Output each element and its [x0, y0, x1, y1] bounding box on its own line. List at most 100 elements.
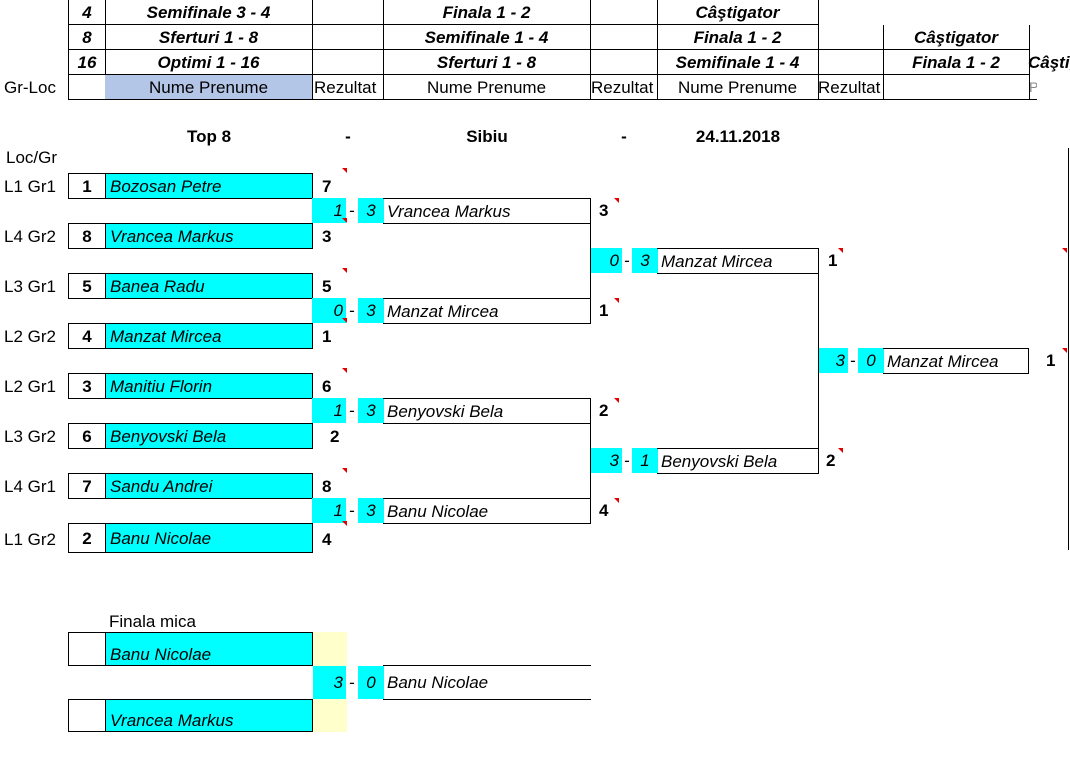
- title-sep-2: -: [621, 127, 627, 146]
- comment-marker: [342, 218, 347, 223]
- semi-score-right: 3: [632, 248, 658, 273]
- header-r2-col3: Finala 1 - 2: [657, 25, 819, 50]
- player-loc: L2 Gr2: [4, 326, 56, 346]
- player-name: Manzat Mircea: [105, 323, 313, 349]
- header-r2-blank1: [312, 25, 384, 50]
- final-score-right: 0: [858, 348, 884, 373]
- player-loc: L4 Gr2: [4, 226, 56, 246]
- player-score: 1: [322, 326, 332, 346]
- player-name: Banea Radu: [105, 273, 313, 299]
- loc-gr-label: Loc/Gr: [6, 147, 58, 167]
- bracket-line: [590, 223, 591, 299]
- header-r3-blank3: [818, 50, 884, 75]
- match-score-sep: -: [349, 501, 355, 520]
- final-score-left: 3: [818, 348, 848, 373]
- bracket-line: [590, 423, 591, 499]
- header-r2-blank3: [818, 25, 884, 50]
- player-seed: 2: [68, 523, 106, 553]
- player-name: Sandu Andrei: [105, 473, 313, 499]
- winner-name: Banu Nicolae: [383, 498, 591, 524]
- winner-score: 1: [599, 301, 609, 320]
- header-r2-col2: Semifinale 1 - 4: [383, 25, 591, 50]
- small-final-player-2: Vrancea Markus: [105, 699, 313, 732]
- header-count-16: 16: [68, 50, 106, 75]
- header-count-8: 8: [68, 25, 106, 50]
- match-score-left: 1: [312, 498, 346, 523]
- small-final-score-right: 0: [358, 666, 384, 699]
- header-r3-col3: Semifinale 1 - 4: [657, 50, 819, 75]
- final-score-sep: -: [850, 351, 856, 370]
- header-result-col1: Rezultat: [312, 75, 384, 100]
- small-final-score-sep: -: [349, 673, 355, 692]
- small-final-player-1: Banu Nicolae: [105, 632, 313, 666]
- player-score: 4: [322, 529, 332, 549]
- comment-marker: [342, 468, 347, 473]
- semi-score-right: 1: [632, 448, 658, 473]
- winner-name: Manzat Mircea: [383, 298, 591, 324]
- winner-score: 3: [599, 201, 609, 220]
- winner-name: Benyovski Bela: [383, 398, 591, 424]
- title-top: Top 8: [186, 127, 232, 146]
- header-r1-col2: Finala 1 - 2: [383, 0, 591, 25]
- player-score: 8: [322, 476, 332, 496]
- comment-marker: [614, 498, 619, 503]
- player-score: 6: [322, 376, 332, 396]
- small-final-score-cell-1: [313, 632, 347, 666]
- right-border-line: [1068, 148, 1069, 550]
- small-final-winner: Banu Nicolae: [383, 665, 591, 700]
- match-score-left: 0: [312, 298, 346, 323]
- comment-marker: [342, 268, 347, 273]
- comment-marker: [342, 521, 347, 526]
- match-score-right: 3: [358, 298, 384, 323]
- player-score: 2: [330, 426, 340, 446]
- small-final-label: Finala mica: [109, 611, 196, 631]
- semi-score-left: 0: [590, 248, 622, 273]
- comment-marker: [838, 248, 843, 253]
- comment-marker: [342, 318, 347, 323]
- player-score: 3: [322, 226, 332, 246]
- small-final-score-cell-2: [313, 699, 347, 732]
- player-name: Benyovski Bela: [105, 423, 313, 449]
- winner-name: Vrancea Markus: [383, 198, 591, 224]
- comment-marker: [614, 298, 619, 303]
- player-seed: 4: [68, 323, 106, 349]
- semi-winner-score: 1: [828, 251, 838, 270]
- player-seed: 3: [68, 373, 106, 399]
- match-score-right: 3: [358, 198, 384, 223]
- champion-score: 1: [1046, 351, 1056, 370]
- small-final-score-left: 3: [313, 666, 346, 699]
- small-final-seed-1: [68, 632, 106, 666]
- player-name: Manitiu Florin: [105, 373, 313, 399]
- header-r3-blank2: [590, 50, 658, 75]
- player-loc: L1 Gr2: [4, 529, 56, 549]
- header-count-4: 4: [68, 0, 106, 25]
- header-name-col2: Nume Prenume: [383, 75, 591, 100]
- player-loc: L4 Gr1: [4, 476, 56, 496]
- header-name-col1: Nume Prenume: [105, 75, 313, 100]
- header-r2-col1: Sferturi 1 - 8: [105, 25, 313, 50]
- header-truncated: Pr: [1029, 75, 1037, 100]
- match-score-left: 1: [312, 398, 346, 423]
- header-result-col2: Rezultat: [590, 75, 658, 100]
- header-r1-blank2: [590, 0, 658, 25]
- player-loc: L2 Gr1: [4, 376, 56, 396]
- comment-marker: [342, 368, 347, 373]
- player-score: 5: [322, 276, 332, 296]
- champion-name: Manzat Mircea: [883, 348, 1029, 374]
- winner-score: 2: [599, 401, 609, 420]
- player-seed: 1: [68, 173, 106, 199]
- header-r3-col5: Câştigator: [1028, 53, 1070, 72]
- player-seed: 5: [68, 273, 106, 299]
- player-seed: 8: [68, 223, 106, 249]
- header-r1-col1: Semifinale 3 - 4: [105, 0, 313, 25]
- header-r2-col4: Câştigator: [883, 25, 1030, 50]
- comment-marker: [1062, 248, 1067, 253]
- match-score-sep: -: [349, 301, 355, 320]
- header-r2-blank2: [590, 25, 658, 50]
- player-loc: L3 Gr1: [4, 276, 56, 296]
- player-name: Bozosan Petre: [105, 173, 313, 199]
- header-r4-blank4: [883, 75, 1030, 100]
- header-result-col3: Rezultat: [818, 75, 884, 100]
- match-score-right: 3: [358, 498, 384, 523]
- winner-score: 4: [599, 501, 609, 520]
